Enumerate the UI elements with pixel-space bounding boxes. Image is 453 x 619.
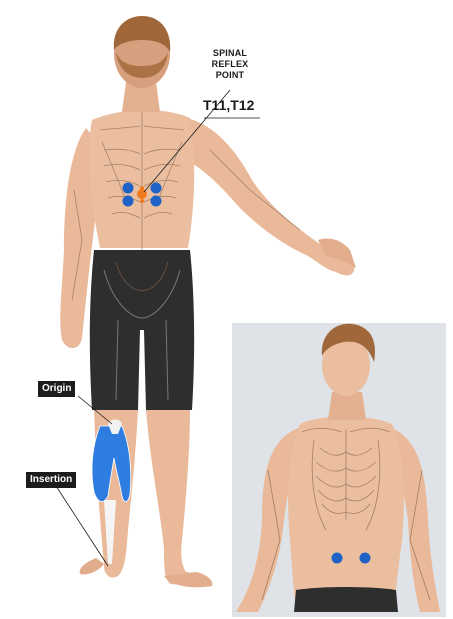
insertion-leader xyxy=(55,485,109,567)
front-neck xyxy=(328,392,366,420)
spinal-reflex-line1: SPINAL xyxy=(212,48,248,58)
back-reflex-point-upper-right xyxy=(150,182,162,194)
back-skeleton-overlay xyxy=(71,112,301,301)
back-reflex-center-dot-bottom xyxy=(140,199,144,203)
back-neck xyxy=(122,82,160,112)
spinal-level-label: T11,T12 xyxy=(203,97,255,113)
back-pelvis-overlay xyxy=(103,269,181,401)
front-head xyxy=(322,334,370,396)
spinal-reflex-leader xyxy=(143,89,231,193)
back-left-leg xyxy=(146,410,204,586)
front-hair xyxy=(321,323,376,362)
back-hair xyxy=(113,16,171,52)
front-reflex-point-left xyxy=(331,552,343,564)
back-reflex-point-lower-left xyxy=(122,195,134,207)
spinal-reflex-point-label: SPINAL REFLEX POINT xyxy=(200,48,260,81)
spinal-reflex-line2: REFLEX xyxy=(211,59,249,69)
achilles-tendon xyxy=(104,500,116,564)
origin-label: Origin xyxy=(38,381,76,397)
back-left-arm xyxy=(186,118,355,276)
back-reflex-center-dot-top xyxy=(140,186,144,190)
front-rib-cage xyxy=(261,427,431,601)
front-right-arm xyxy=(236,428,300,612)
back-reflex-point-lower-right xyxy=(150,195,162,207)
origin-leader xyxy=(77,395,113,425)
back-left-foot xyxy=(164,572,213,588)
back-shorts xyxy=(89,250,195,410)
back-hair-lower xyxy=(116,52,168,78)
back-reflex-point-upper-left xyxy=(122,182,134,194)
front-shorts xyxy=(294,587,398,612)
calf-muscle xyxy=(91,425,132,503)
back-right-foot xyxy=(79,558,104,575)
front-view-inset xyxy=(232,323,446,617)
back-left-hand xyxy=(318,238,356,268)
insertion-label: Insertion xyxy=(26,472,77,488)
back-view-figure xyxy=(60,16,356,588)
spinal-reflex-line3: POINT xyxy=(215,70,245,80)
leader-lines xyxy=(55,89,260,567)
front-reflex-point-right xyxy=(359,552,371,564)
